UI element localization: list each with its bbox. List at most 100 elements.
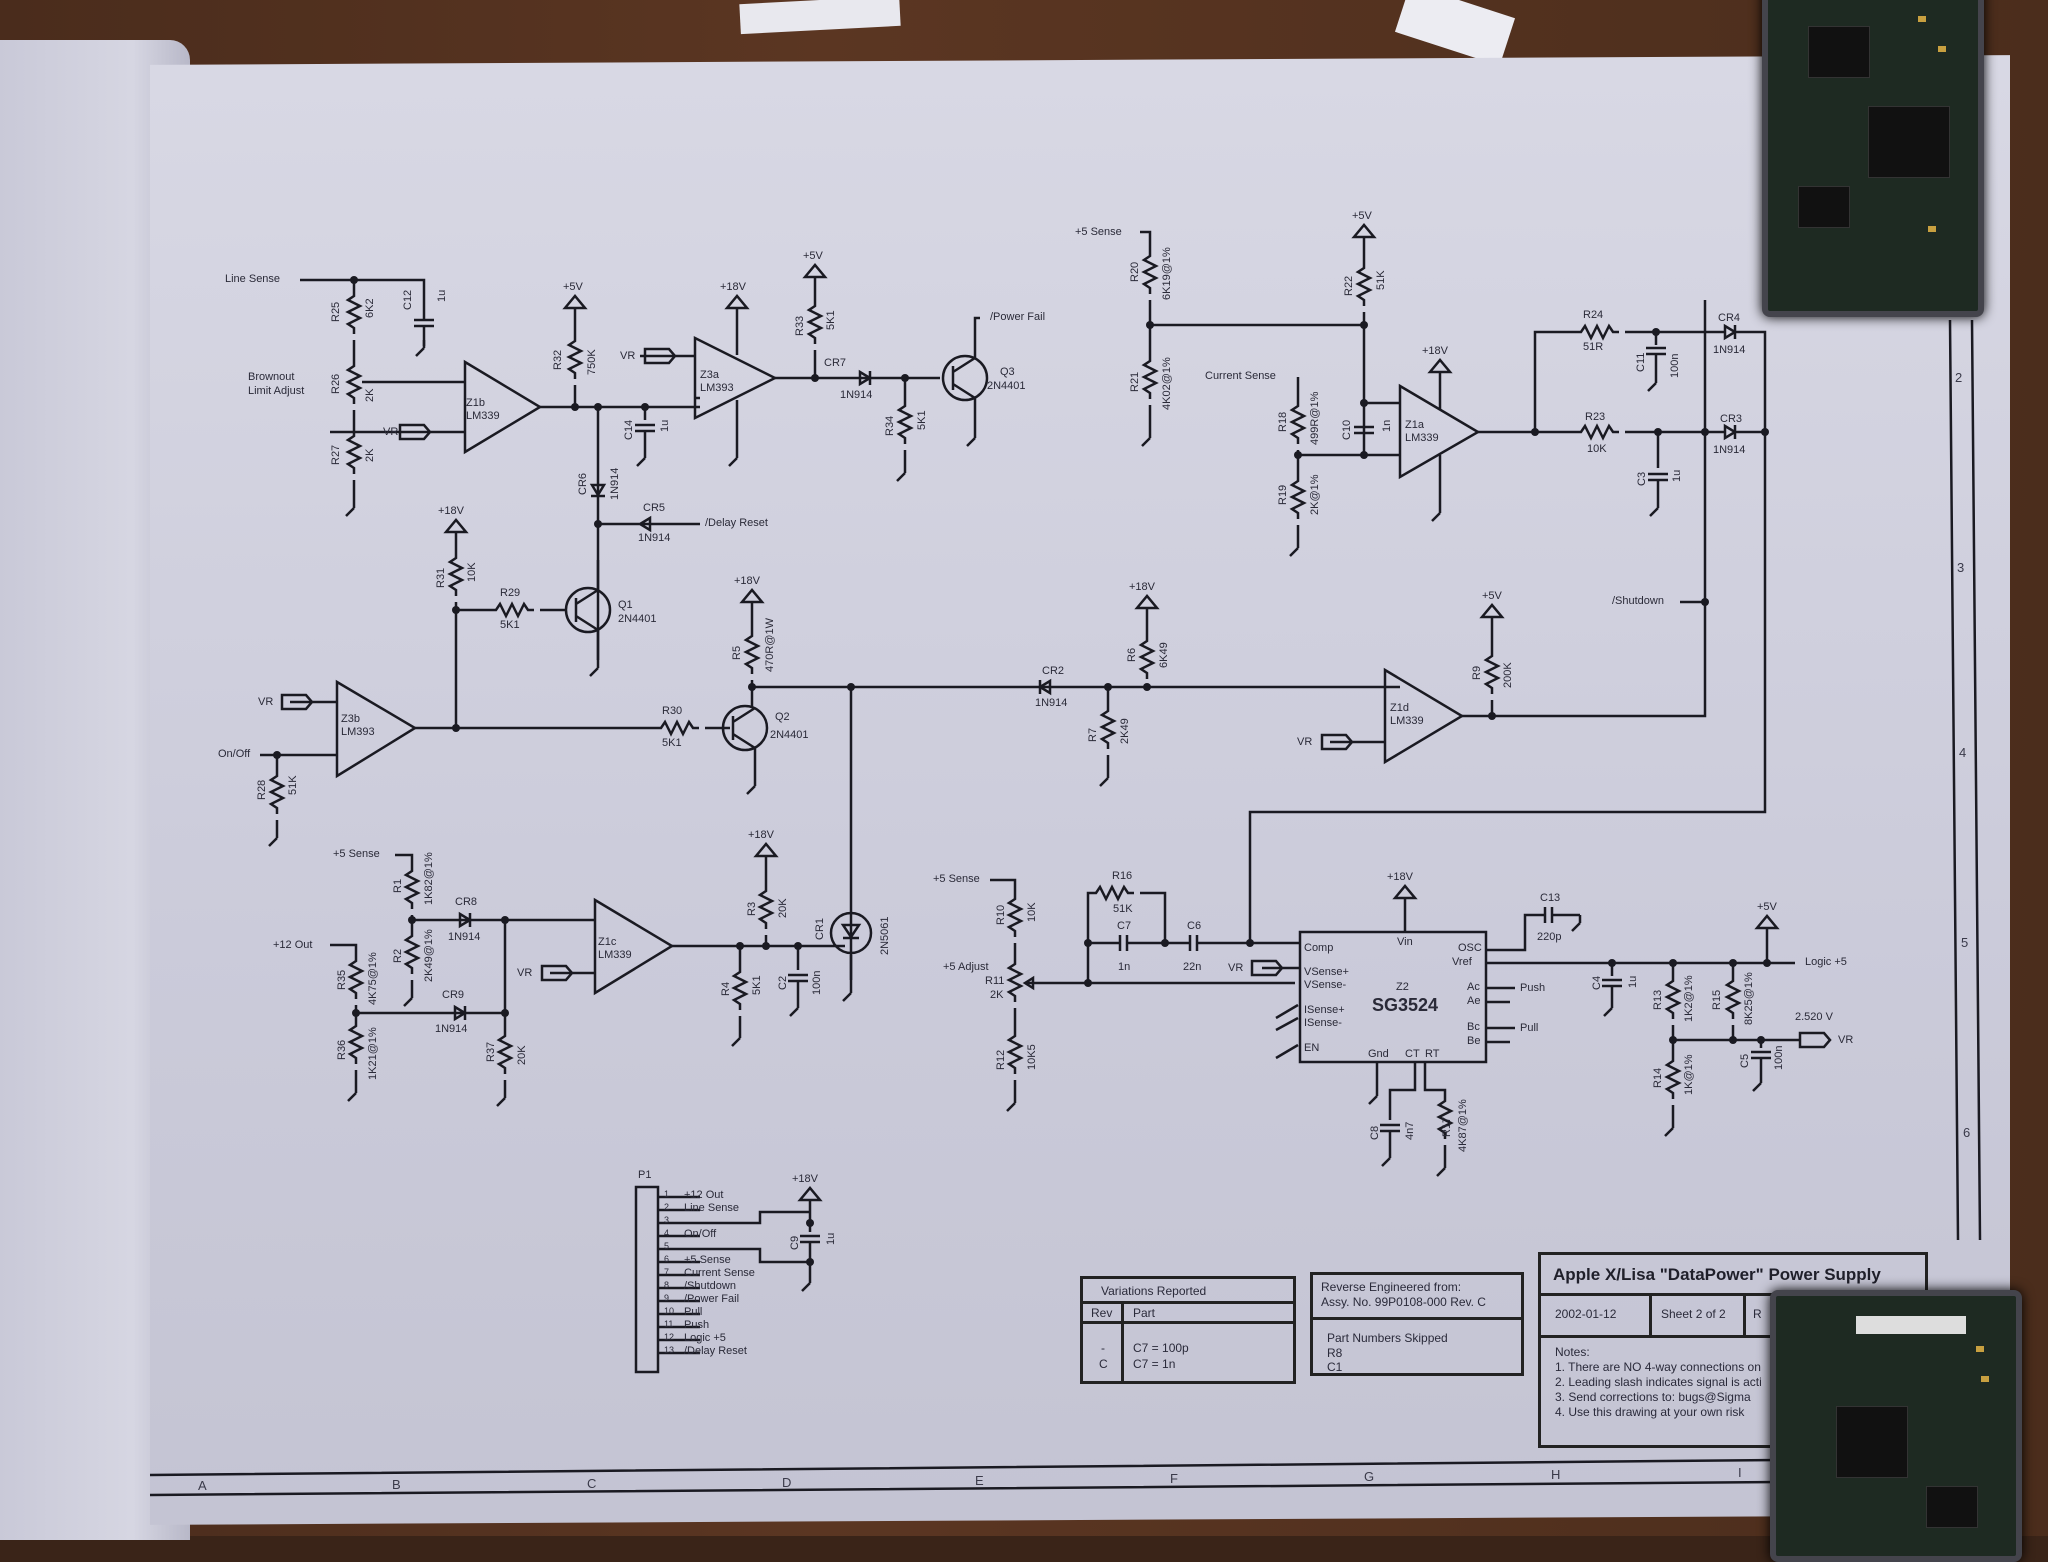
ic-part-z1d: LM339 <box>1390 715 1424 727</box>
ref-cr7: CR7 <box>824 357 847 369</box>
connector-pin-number: 1 <box>664 1189 670 1199</box>
ref-r25: R25 <box>330 301 342 322</box>
zone-col-label: H <box>1551 1467 1561 1482</box>
notes-heading: Notes: <box>1555 1345 1590 1359</box>
connector-pin-number: 12 <box>664 1332 675 1342</box>
ref-cr1: CR1 <box>814 917 826 940</box>
value-c13: 220p <box>1537 931 1562 943</box>
connector-pin-number: 8 <box>664 1280 670 1290</box>
net-label-on-off: On/Off <box>218 748 251 760</box>
ref-r26: R26 <box>330 373 342 394</box>
variations-table: Variations Reported Rev Part - C7 = 100p… <box>1080 1276 1296 1384</box>
variations-col-part: Part <box>1133 1306 1156 1320</box>
net-label-vr: VR <box>1838 1034 1854 1046</box>
variations-row-part: C7 = 1n <box>1133 1357 1176 1371</box>
pin-gnd: Gnd <box>1368 1048 1389 1060</box>
value-q1: 2N4401 <box>618 613 657 625</box>
ref-c5: C5 <box>1739 1053 1751 1068</box>
pin-comp: Comp <box>1304 942 1334 954</box>
ref-r9: R9 <box>1471 665 1483 680</box>
ref-r33: R33 <box>794 315 806 336</box>
value-c14: 1u <box>659 419 671 432</box>
value-c7: 1n <box>1118 961 1131 973</box>
zone-col-label: E <box>975 1473 984 1488</box>
connector-pin-signal: +12 Out <box>684 1189 724 1201</box>
ref-r36: R36 <box>336 1039 348 1060</box>
variations-col-rev: Rev <box>1091 1306 1113 1320</box>
net-label-logic5: Logic +5 <box>1805 956 1847 968</box>
net-label-line-sense: Line Sense <box>225 273 281 285</box>
note-item: 1. There are NO 4-way connections on <box>1555 1360 1761 1374</box>
zone-row-label: 2 <box>1955 370 1963 385</box>
ref-r15: R15 <box>1711 989 1723 1010</box>
value-c5: 100n <box>1773 1045 1785 1070</box>
pin-osc: OSC <box>1458 942 1482 954</box>
ref-cr5: CR5 <box>643 502 666 514</box>
ref-r2: R2 <box>392 948 404 963</box>
note-item: 2. Leading slash indicates signal is act… <box>1555 1375 1762 1389</box>
ref-r16: R16 <box>1112 870 1133 882</box>
ref-c2: C2 <box>777 975 789 990</box>
connector-pin-signal: Current Sense <box>684 1267 755 1279</box>
ref-c6: C6 <box>1187 920 1202 932</box>
net-label-pull: Pull <box>1520 1022 1539 1034</box>
ref-r31: R31 <box>435 567 447 588</box>
value-r13: 1K2@1% <box>1683 975 1695 1022</box>
value-r9: 200K <box>1502 662 1514 688</box>
value-r33: 5K1 <box>825 310 837 330</box>
pin-vsense-minus: VSense- <box>1304 979 1347 991</box>
value-c12: 1u <box>436 289 448 302</box>
ref-q3: Q3 <box>1000 366 1015 378</box>
value-r3: 20K <box>777 898 789 918</box>
skipped-item: C1 <box>1327 1360 1343 1374</box>
pin-bc: Bc <box>1467 1021 1480 1033</box>
pin-vsense-plus: VSense+ <box>1304 966 1349 978</box>
ic-part-z3a: LM393 <box>700 382 734 394</box>
value-c9: 1u <box>825 1232 837 1245</box>
pin-rt: RT <box>1425 1048 1440 1060</box>
value-r19: 2K@1% <box>1309 474 1321 515</box>
net-label-limit-adjust: Limit Adjust <box>248 385 305 397</box>
value-c2: 100n <box>811 970 823 995</box>
variations-row-part: C7 = 100p <box>1133 1341 1189 1355</box>
value-r4: 5K1 <box>751 975 763 995</box>
ref-r1: R1 <box>392 878 404 893</box>
value-c10: 1n <box>1381 419 1393 432</box>
zone-col-label: C <box>587 1476 597 1491</box>
ref-r35: R35 <box>336 969 348 990</box>
reverse-engineered-table: Reverse Engineered from: Assy. No. 99P01… <box>1310 1272 1524 1376</box>
ic-part-z2: SG3524 <box>1372 995 1439 1015</box>
value-cr4: 1N914 <box>1713 344 1746 356</box>
value-r16: 51K <box>1113 903 1133 915</box>
net-label-vr: VR <box>258 696 274 708</box>
connector-pin-number: 6 <box>664 1254 670 1264</box>
ref-q2: Q2 <box>775 711 790 723</box>
value-c6: 22n <box>1183 961 1202 973</box>
ref-c14: C14 <box>623 419 635 440</box>
net-label-shutdown: /Shutdown <box>1612 595 1664 607</box>
ref-r17: R17 <box>1441 1116 1453 1137</box>
net-label-vr: VR <box>517 967 533 979</box>
circuit-board-bottom-right <box>1770 1290 2022 1562</box>
drawing-date: 2002-01-12 <box>1555 1307 1617 1321</box>
net-label-plus5-sense-2: +5 Sense <box>333 848 380 860</box>
value-r1: 1K82@1% <box>423 852 435 905</box>
ref-c7: C7 <box>1117 920 1132 932</box>
value-r26: 2K <box>364 388 376 402</box>
value-r6: 6K49 <box>1158 642 1170 668</box>
value-r2: 2K49@1% <box>423 929 435 982</box>
connector-pin-signal: Pull <box>684 1306 703 1318</box>
ic-ref-z1d: Z1d <box>1390 702 1409 714</box>
ref-r22: R22 <box>1343 275 1355 296</box>
value-r36: 1K21@1% <box>367 1027 379 1080</box>
value-q2: 2N4401 <box>770 729 809 741</box>
connector-pin-signal: +5 Sense <box>684 1254 731 1266</box>
connector-pin-number: 3 <box>664 1215 670 1225</box>
rail-label-5v: +5V <box>1757 901 1777 913</box>
value-c3: 1u <box>1671 469 1683 482</box>
ref-r28: R28 <box>256 779 268 800</box>
value-cr9: 1N914 <box>435 1023 468 1035</box>
ref-c10: C10 <box>1341 419 1353 440</box>
value-c11: 100n <box>1669 353 1681 378</box>
